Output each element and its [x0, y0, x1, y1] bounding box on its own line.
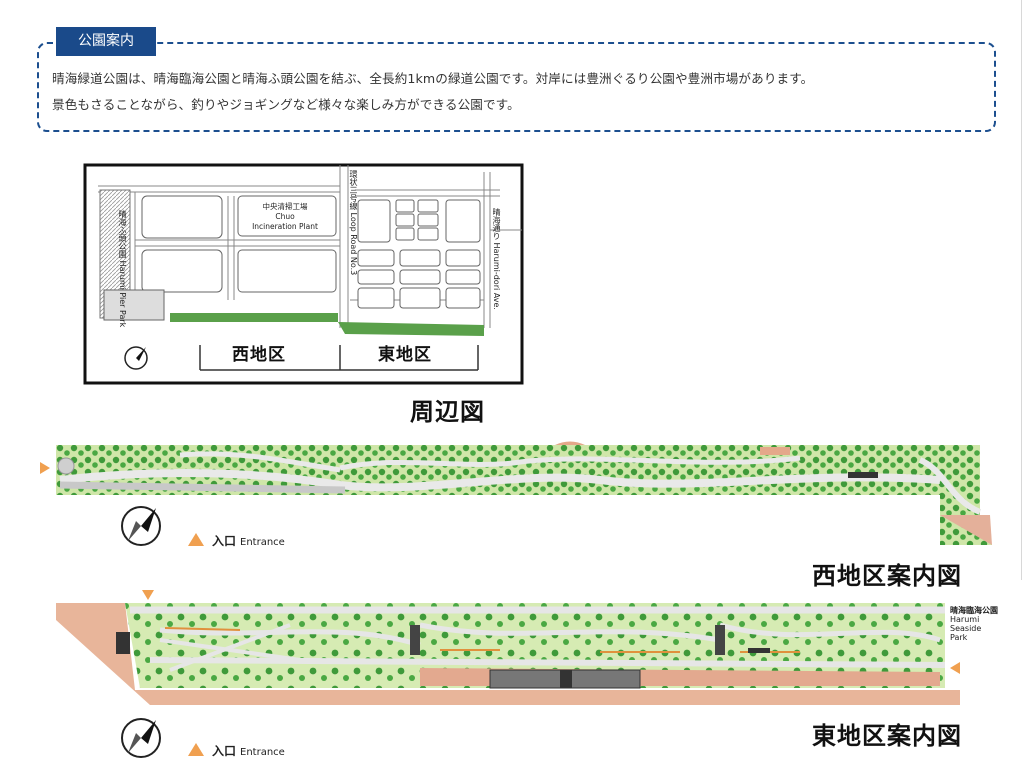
east-entrance-en: Entrance: [240, 747, 285, 758]
east-district-map: [56, 590, 960, 758]
harumi-dori-jp: 晴海通り: [492, 208, 501, 240]
pier-park-jp: 晴海ふ頭公園: [118, 210, 127, 258]
west-entrance-en: Entrance: [240, 537, 285, 548]
seaside-park-jp: 晴海臨海公園: [950, 606, 998, 615]
loop-road-en: Loop Road No.3: [349, 212, 358, 276]
west-entrance-jp: 入口: [212, 534, 237, 548]
west-district-label: 西地区: [232, 345, 286, 365]
west-map-title: 西地区案内図: [812, 562, 962, 590]
vicinity-map-title: 周辺図: [410, 398, 485, 426]
east-district-label: 東地区: [378, 345, 432, 365]
pier-park-en: Harumi Pier Park: [118, 260, 127, 328]
west-district-map: [40, 441, 992, 546]
page-edge-line: [1021, 0, 1022, 580]
entrance-marker-icon: [188, 743, 204, 756]
incineration-plant-en-1: Chuo: [275, 212, 295, 221]
entrance-marker-icon: [188, 533, 204, 546]
seaside-park-label: 晴海臨海公園 Harumi Seaside Park: [950, 606, 998, 642]
seaside-park-en-2: Seaside: [950, 624, 982, 633]
park-info-text: 晴海緑道公園は、晴海臨海公園と晴海ふ頭公園を結ぶ、全長約1kmの緑道公園です。対…: [52, 66, 982, 118]
east-map-title: 東地区案内図: [812, 722, 962, 750]
incineration-plant-label: 中央清掃工場 Chuo Incineration Plant: [240, 202, 330, 232]
incineration-plant-en-2: Incineration Plant: [252, 222, 318, 231]
harumi-dori-label: 晴海通り Harumi-dori Ave.: [489, 208, 501, 310]
loop-road-label: 環状三号線 Loop Road No.3: [348, 170, 358, 275]
east-entrance-jp: 入口: [212, 744, 237, 758]
park-info-tab: 公園案内: [56, 27, 156, 56]
vicinity-map: [83, 163, 524, 385]
harumi-dori-en: Harumi-dori Ave.: [492, 242, 501, 310]
seaside-park-en-3: Park: [950, 633, 968, 642]
loop-road-jp: 環状三号線: [349, 170, 358, 210]
park-info-line-1: 晴海緑道公園は、晴海臨海公園と晴海ふ頭公園を結ぶ、全長約1kmの緑道公園です。対…: [52, 71, 814, 86]
pier-park-label: 晴海ふ頭公園 Harumi Pier Park: [115, 210, 127, 327]
park-info-line-2: 景色もさることながら、釣りやジョギングなど様々な楽しみ方ができる公園です。: [52, 97, 520, 112]
seaside-park-en-1: Harumi: [950, 615, 980, 624]
incineration-plant-jp: 中央清掃工場: [262, 202, 308, 211]
park-info-panel: [37, 42, 996, 132]
